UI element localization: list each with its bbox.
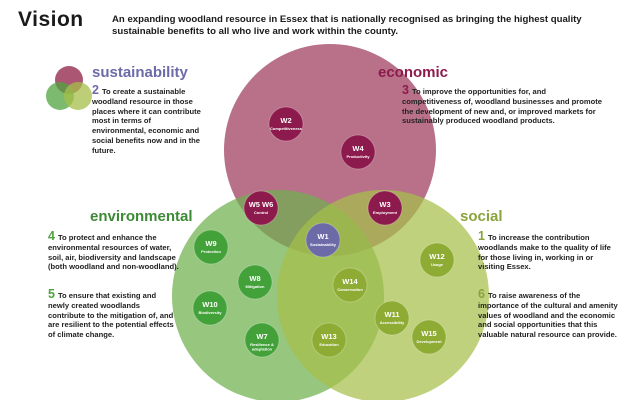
objective-number: 5 (48, 287, 55, 301)
node-label: Education (319, 342, 339, 347)
objective-text: To increase the contribution woodlands m… (478, 233, 611, 272)
node-circle (192, 290, 228, 326)
objective-text: To protect and enhance the environmental… (48, 233, 179, 272)
node-id: W8 (249, 274, 260, 283)
node-id: W11 (384, 310, 399, 319)
node-id: W15 (421, 329, 436, 338)
node-circle (193, 229, 229, 265)
node-id: W9 (205, 239, 216, 248)
heading-sustainability: sustainability (92, 64, 188, 81)
objective-number: 4 (48, 229, 55, 243)
node-id: W2 (280, 116, 291, 125)
node-id: W4 (352, 144, 364, 153)
objective-number: 3 (402, 83, 409, 97)
node-label: Competitiveness (270, 126, 303, 131)
node-label: Control (254, 210, 268, 215)
node-label: Employment (373, 210, 398, 215)
node-circle (374, 300, 410, 336)
node-circle (305, 222, 341, 258)
node-label: Development (416, 339, 442, 344)
vision-title: Vision (18, 8, 84, 31)
node-label: Usage (431, 262, 444, 267)
objective-number: 2 (92, 83, 99, 97)
objective-text: To create a sustainable woodland resourc… (92, 87, 201, 155)
node-label: Biodiversity (199, 310, 223, 315)
node-circle (243, 190, 279, 226)
heading-environmental: environmental (90, 208, 193, 225)
node-circle (237, 264, 273, 300)
objective-text: To ensure that existing and newly create… (48, 291, 174, 340)
node-label: Accessibility (380, 320, 405, 325)
sustainability-logo (46, 66, 92, 110)
vision-statement: An expanding woodland resource in Essex … (112, 14, 582, 37)
node-id: W1 (317, 232, 328, 241)
objective-number: 1 (478, 229, 485, 243)
heading-economic: economic (378, 64, 449, 81)
node-label: Mitigation (246, 284, 265, 289)
objective-text: To improve the opportunities for, and co… (402, 87, 603, 126)
node-circle (311, 322, 347, 358)
node-circle (419, 242, 455, 278)
node-circle (332, 267, 368, 303)
objective-number: 6 (478, 287, 485, 301)
objective-text: To raise awareness of the importance of … (478, 291, 618, 340)
node-label: Sustainability (310, 242, 337, 247)
node-circle (244, 322, 280, 358)
node-id: W14 (342, 277, 358, 286)
node-label: Productivity (346, 154, 370, 159)
node-label: Protection (201, 249, 221, 254)
node-circle (268, 106, 304, 142)
node-id: W12 (429, 252, 444, 261)
node-circle (367, 190, 403, 226)
node-label: Conservation (337, 287, 363, 292)
node-id: W13 (321, 332, 336, 341)
node-circle (340, 134, 376, 170)
node-id: W10 (202, 300, 217, 309)
node-label: Resilience &adaptation (250, 342, 274, 352)
logo-circle-olive (64, 82, 92, 110)
node-id: W5 W6 (249, 200, 274, 209)
node-circle (411, 319, 447, 355)
node-id: W7 (256, 332, 267, 341)
node-id: W3 (379, 200, 390, 209)
heading-social: social (460, 208, 503, 225)
